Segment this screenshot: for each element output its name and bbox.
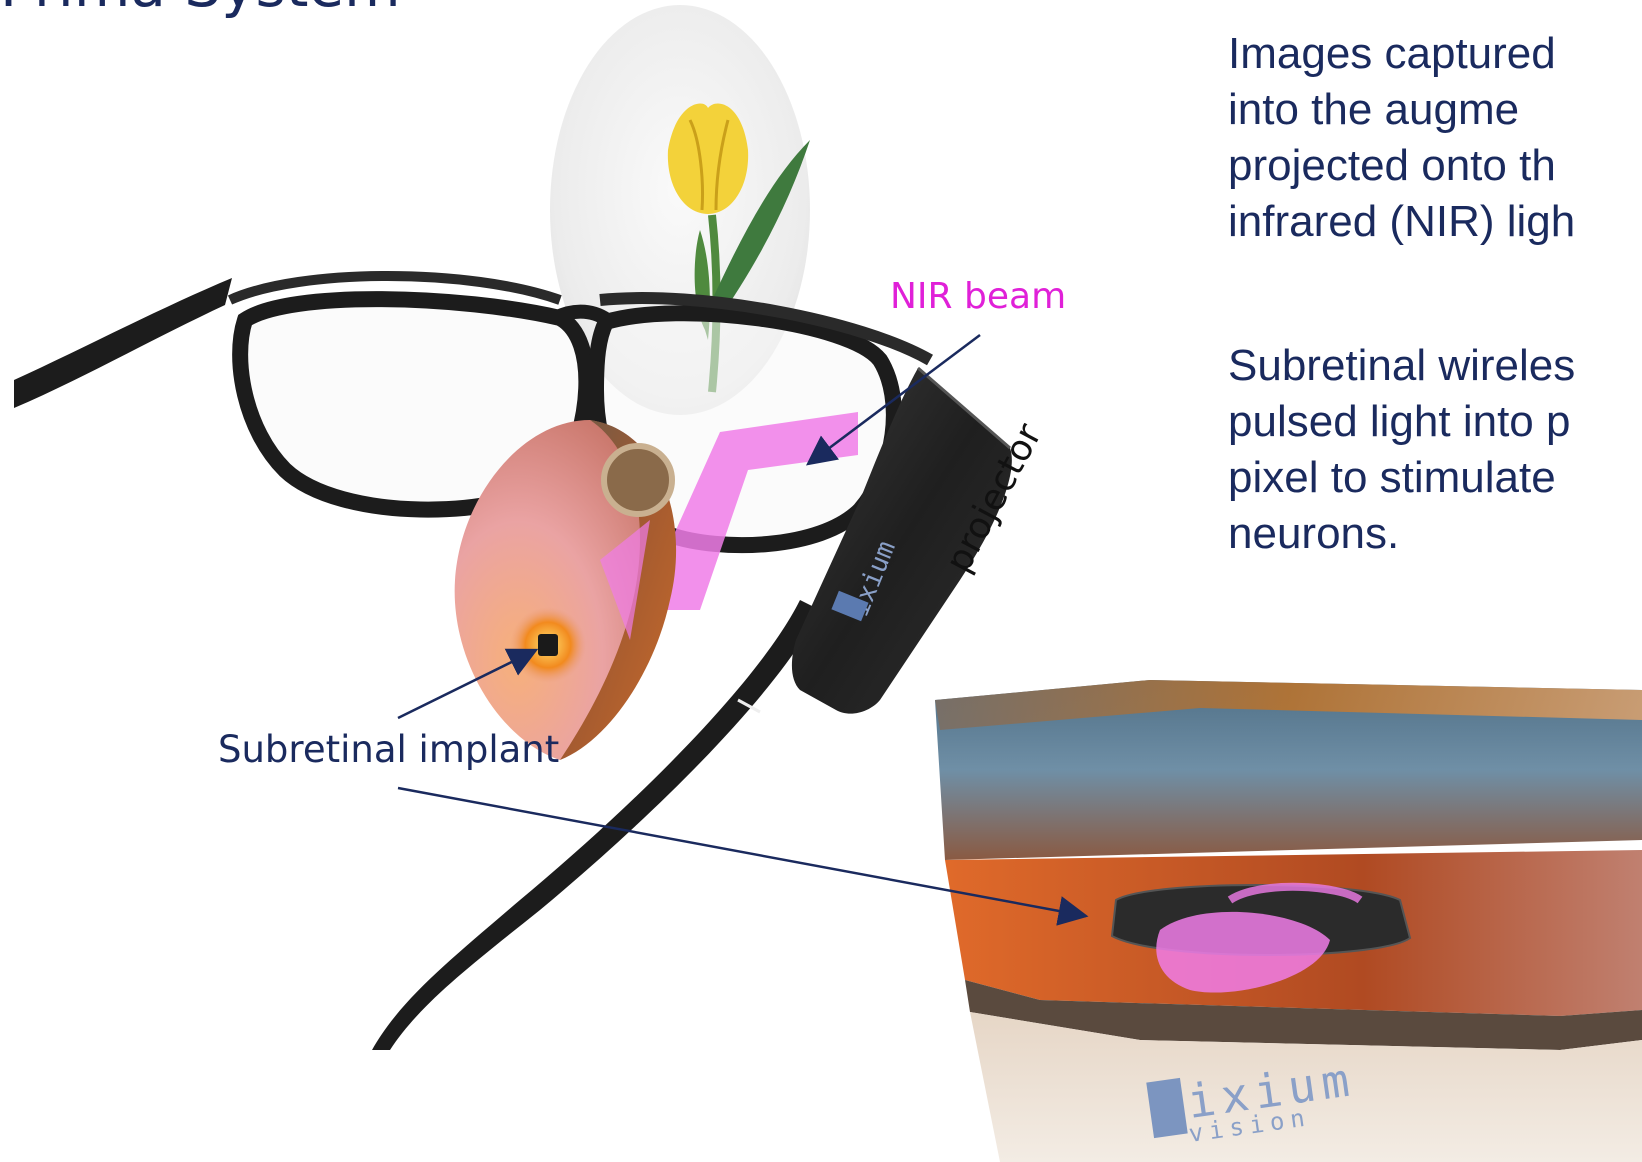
left-temple [14,278,232,408]
paragraph-1-line: into the augme [1228,82,1642,138]
paragraph-2-line: pulsed light into p [1228,394,1642,450]
subretinal-implant-label: Subretinal implant [218,728,559,771]
paragraph-1-line: Images captured [1228,26,1642,82]
paragraph-1-line: projected onto th [1228,138,1642,194]
paragraph-2-line: Subretinal wireles [1228,338,1642,394]
paragraph-1-line: infrared (NIR) ligh [1228,194,1642,250]
paragraph-1: Images captured into the augme projected… [1228,26,1642,250]
paragraph-2: Subretinal wireles pulsed light into p p… [1228,338,1642,562]
paragraph-2-line: neurons. [1228,506,1642,562]
paragraph-2-line: pixel to stimulate [1228,450,1642,506]
retina-tissue-block: ixium vision [935,680,1642,1162]
nir-beam-label: NIR beam [890,276,1066,317]
